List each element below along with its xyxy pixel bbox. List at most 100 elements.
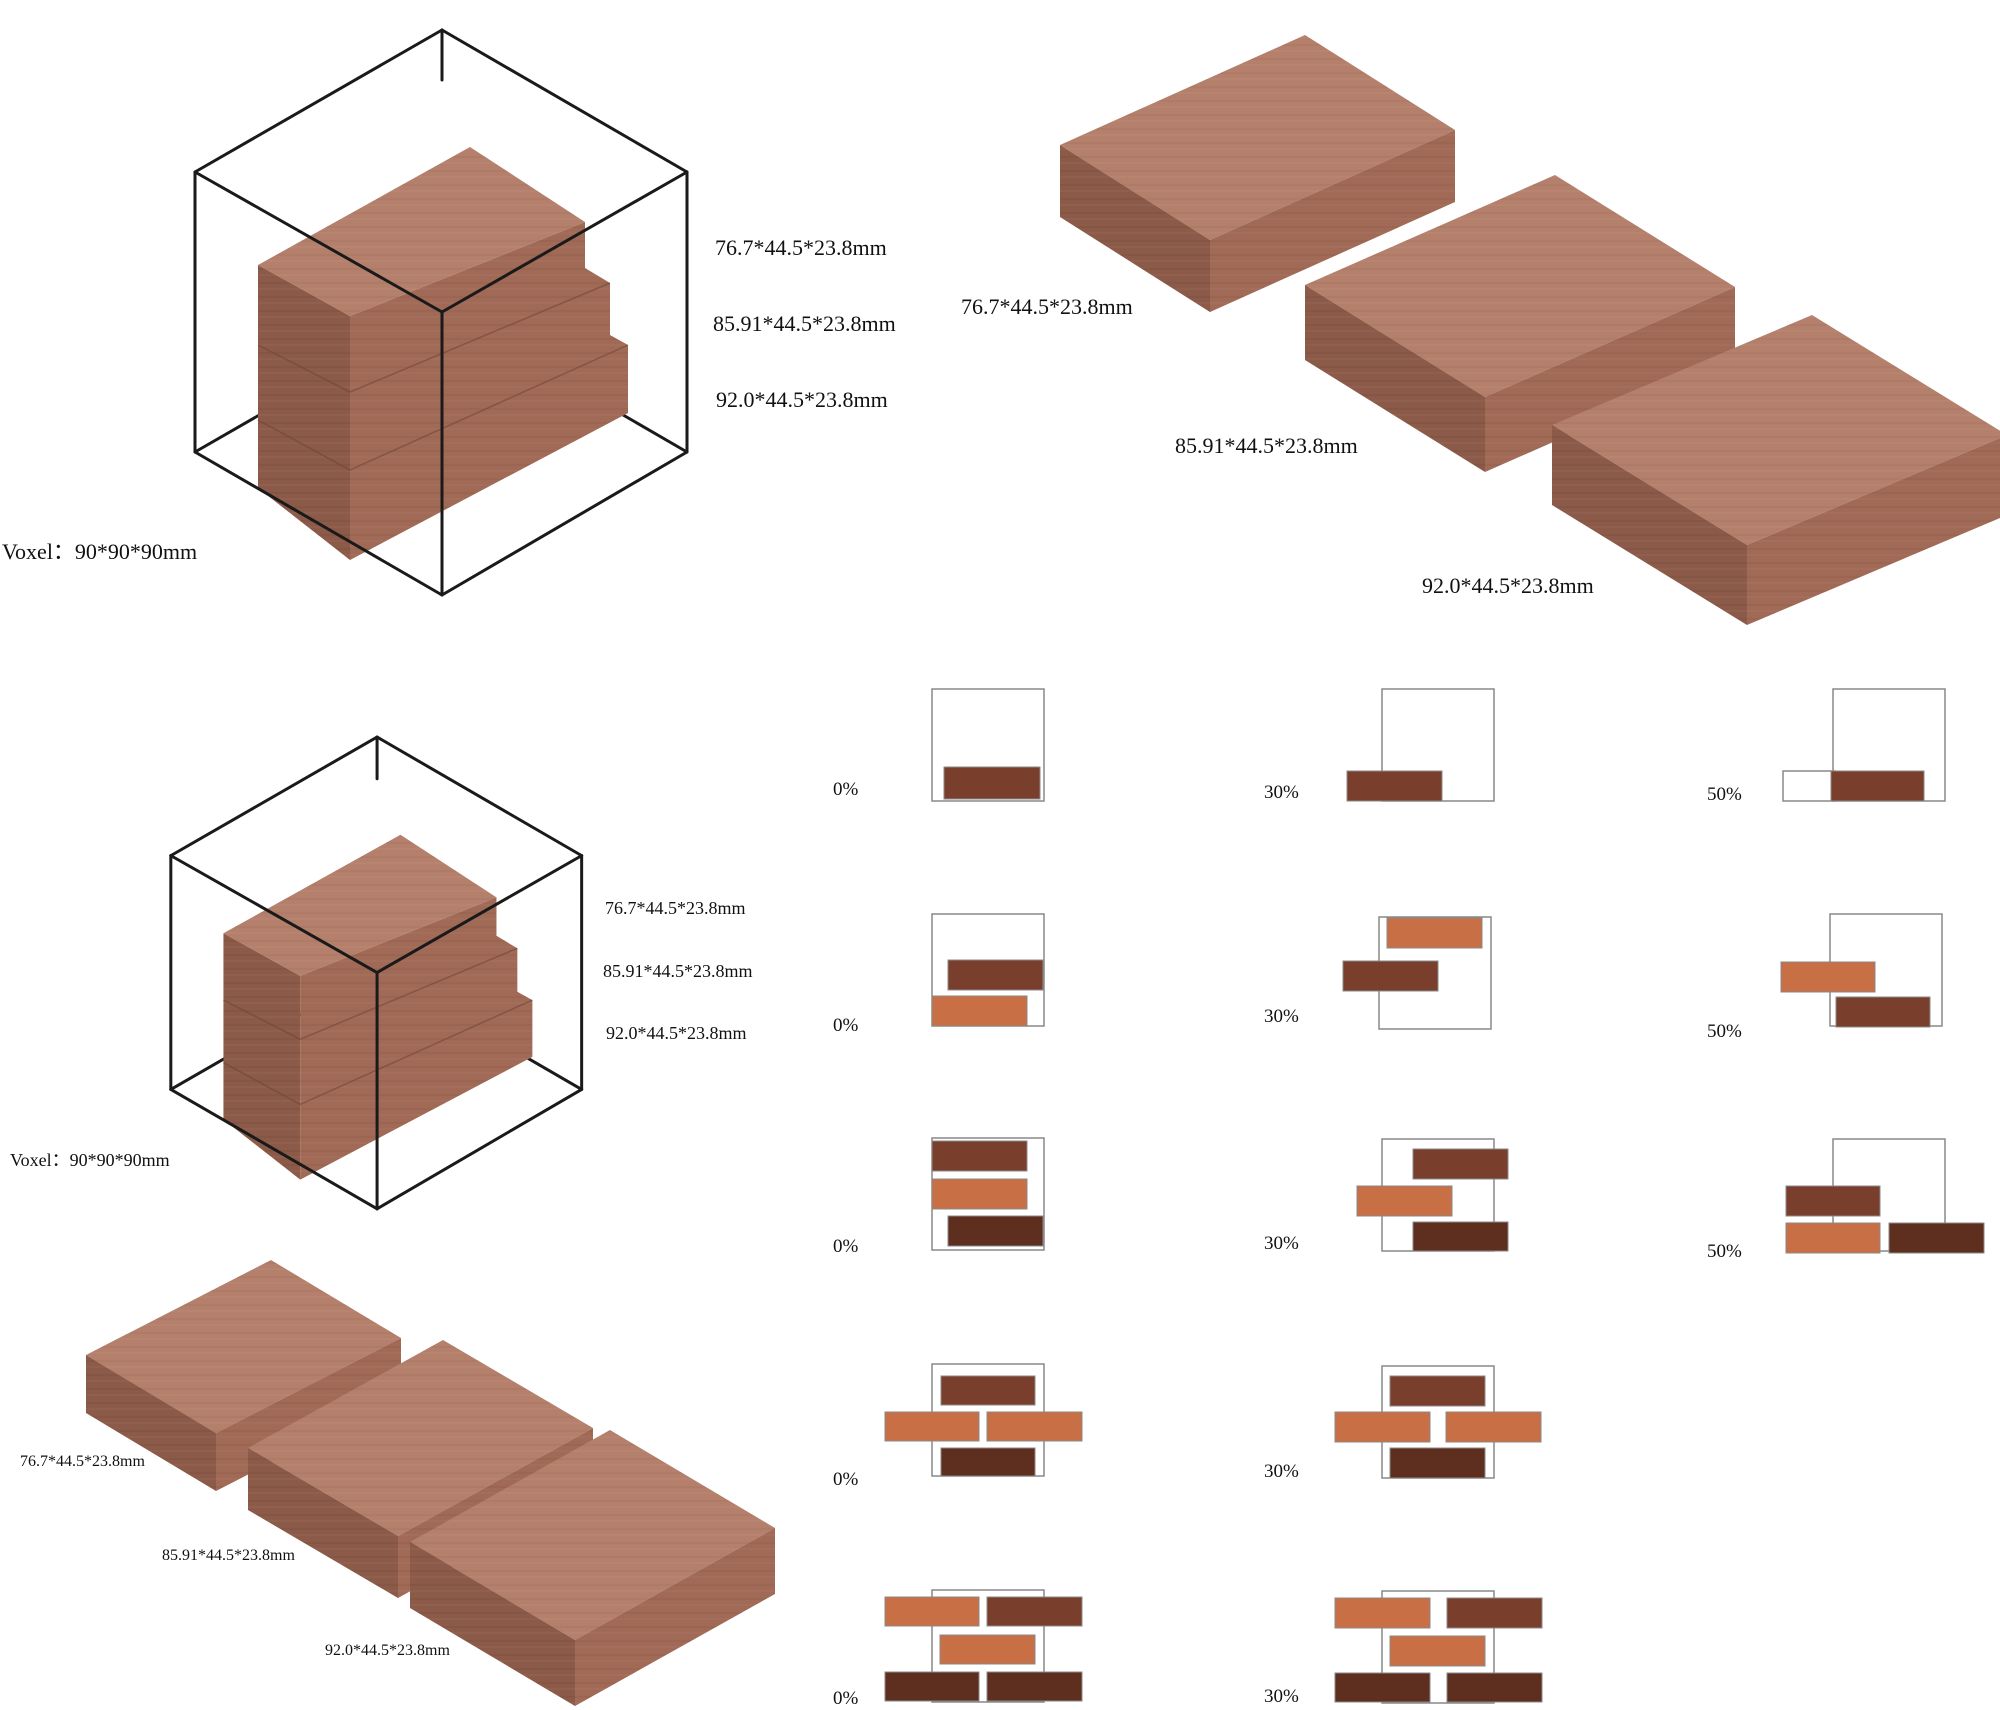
grid-0-r1-box	[931, 688, 1045, 802]
grid-0-r2-brick-top	[947, 959, 1044, 991]
small-brick-c-right-texture	[575, 1528, 775, 1706]
small-brick-b-top-texture	[248, 1340, 593, 1536]
brick-c-label-top-right: 92.0*44.5*23.8mm	[1422, 573, 1594, 598]
overlap-label-0-row1: 0%	[833, 779, 859, 800]
overlap-label-0-row4: 0%	[833, 1469, 859, 1490]
overlap-label-30-row2: 30%	[1264, 1006, 1299, 1027]
voxel-top-frame-bottom-front-left	[193, 450, 444, 597]
grid-30-r4-brick-top	[1389, 1375, 1486, 1407]
grid-30-r4-brick-mid-right	[1445, 1411, 1542, 1443]
voxel-top-frame-bottom-front-right	[440, 450, 689, 597]
grid-30-r5-brick-top-left	[1334, 1597, 1431, 1629]
voxel-bottom-frame-top-back-right	[375, 735, 584, 858]
brick-b-label-bottom-left: 85.91*44.5*23.8mm	[162, 1547, 295, 1564]
grid-0-r5-brick-mid	[939, 1634, 1036, 1665]
small-brick-c-left-texture	[410, 1542, 575, 1706]
voxel-label-top: Voxel：90*90*90mm	[2, 539, 198, 564]
voxel-label-bottom: Voxel：90*90*90mm	[10, 1150, 170, 1170]
voxel-bottom-stack-left-texture	[223, 933, 301, 1180]
grid-30-r5-box	[1381, 1590, 1495, 1704]
grid-0-r4-brick-mid-right	[986, 1411, 1083, 1442]
large-brick-c-left-texture	[1552, 425, 1747, 625]
large-brick-a-left-texture	[1060, 145, 1210, 312]
overlap-label-50-row2: 50%	[1707, 1021, 1742, 1042]
voxel-bottom-frame-bottom-front-left	[169, 1087, 379, 1211]
voxel-top-frame-top-back-right	[440, 28, 689, 174]
overlap-label-50-row3: 50%	[1707, 1241, 1742, 1262]
grid-0-r3-brick-1	[931, 1140, 1028, 1172]
grid-0-r1-brick	[943, 766, 1041, 800]
grid-50-r1-ghost	[1782, 770, 1836, 802]
voxel-top-layer-seam-2	[257, 344, 629, 471]
overlap-label-0-row2: 0%	[833, 1015, 859, 1036]
grid-0-r4-brick-mid-left	[884, 1411, 980, 1442]
voxel-bottom-stack-top-texture	[223, 834, 497, 976]
grid-0-r3-brick-2	[931, 1178, 1028, 1210]
grid-30-r5-brick-bottom-left	[1334, 1672, 1431, 1703]
grid-30-r3-brick-1	[1412, 1148, 1509, 1180]
grid-30-r5-brick-mid	[1389, 1635, 1486, 1667]
grid-0-r5-brick-bottom-right	[986, 1671, 1083, 1702]
voxel-top-stack-left-texture	[258, 265, 350, 560]
brick-b-label-bottom-voxel: 85.91*44.5*23.8mm	[603, 961, 753, 981]
large-brick-b-left-texture	[1305, 285, 1485, 472]
grid-50-r2-brick-bottom	[1835, 996, 1931, 1028]
voxel-bottom-frame-top-front-right	[375, 854, 584, 975]
overlap-label-30-row1: 30%	[1264, 782, 1299, 803]
voxel-top-frame-top-back-left	[193, 28, 444, 174]
overlap-label-30-row5: 30%	[1264, 1686, 1299, 1707]
overlap-label-0-row5: 0%	[833, 1688, 859, 1709]
brick-a-label-top-right: 76.7*44.5*23.8mm	[961, 294, 1133, 319]
brick-c-label-top-voxel: 92.0*44.5*23.8mm	[716, 387, 888, 412]
grid-50-r3-brick-top	[1785, 1185, 1881, 1217]
grid-0-r5-brick-top-left	[884, 1596, 980, 1627]
brick-c-label-bottom-voxel: 92.0*44.5*23.8mm	[606, 1023, 747, 1043]
voxel-top-stack-top-texture	[258, 147, 585, 316]
voxel-bottom-frame-top-front-left	[169, 854, 379, 975]
voxel-bottom-stack-right-texture	[300, 897, 533, 1180]
large-brick-c-right-texture	[1747, 437, 2000, 625]
voxel-top-frame-top-front-right	[440, 170, 689, 314]
grid-0-r4-brick-bottom	[940, 1447, 1036, 1477]
grid-30-r3-brick-3	[1412, 1221, 1509, 1252]
large-brick-b-top-texture	[1305, 175, 1735, 397]
grid-30-r4-brick-bottom	[1389, 1447, 1486, 1479]
voxel-bottom-frame-bottom-front-right	[375, 1087, 584, 1211]
grid-0-r3-brick-3	[947, 1215, 1044, 1247]
voxel-top-layer-seam-1	[257, 282, 611, 393]
grid-30-r1-brick	[1346, 770, 1443, 802]
grid-30-r2-brick-top	[1386, 917, 1483, 949]
grid-30-r3-brick-2	[1356, 1185, 1453, 1217]
brick-a-label-top-voxel: 76.7*44.5*23.8mm	[715, 235, 887, 260]
overlap-label-30-row4: 30%	[1264, 1461, 1299, 1482]
grid-30-r2-brick-bottom	[1342, 960, 1439, 992]
voxel-bottom-frame-top-back-left	[169, 735, 379, 858]
brick-a-label-bottom-voxel: 76.7*44.5*23.8mm	[605, 898, 746, 918]
grid-0-r5-brick-top-right	[986, 1596, 1083, 1627]
grid-50-r3-brick-right	[1888, 1222, 1985, 1254]
grid-30-r4-brick-mid-left	[1334, 1411, 1431, 1443]
voxel-bottom-layer-seam-2	[223, 999, 533, 1106]
brick-c-label-bottom-left: 92.0*44.5*23.8mm	[325, 1642, 450, 1659]
grid-50-r1-brick	[1830, 770, 1925, 802]
small-brick-c-top-texture	[410, 1430, 775, 1640]
large-brick-c-top-texture	[1552, 315, 2000, 545]
large-brick-a-top-texture	[1060, 35, 1455, 240]
small-brick-b-left-texture	[248, 1448, 398, 1598]
grid-30-r5-brick-top-right	[1446, 1597, 1543, 1629]
small-brick-a-top-texture	[86, 1260, 401, 1433]
overlap-label-50-row1: 50%	[1707, 784, 1742, 805]
brick-b-label-top-voxel: 85.91*44.5*23.8mm	[713, 311, 896, 336]
brick-a-label-bottom-left: 76.7*44.5*23.8mm	[20, 1453, 145, 1470]
grid-50-r2-brick-top	[1780, 961, 1876, 993]
grid-0-r4-brick-top	[940, 1375, 1036, 1406]
grid-0-r5-box	[931, 1589, 1045, 1703]
brick-b-label-top-right: 85.91*44.5*23.8mm	[1175, 433, 1358, 458]
voxel-top-frame-top-front-left	[193, 170, 444, 314]
voxel-top-stack-right-texture	[350, 222, 628, 560]
grid-50-r3-brick-left	[1785, 1222, 1881, 1254]
voxel-bottom-layer-seam-1	[223, 947, 518, 1041]
grid-30-r5-brick-bottom-right	[1446, 1672, 1543, 1703]
large-brick-a-right-texture	[1210, 130, 1455, 312]
